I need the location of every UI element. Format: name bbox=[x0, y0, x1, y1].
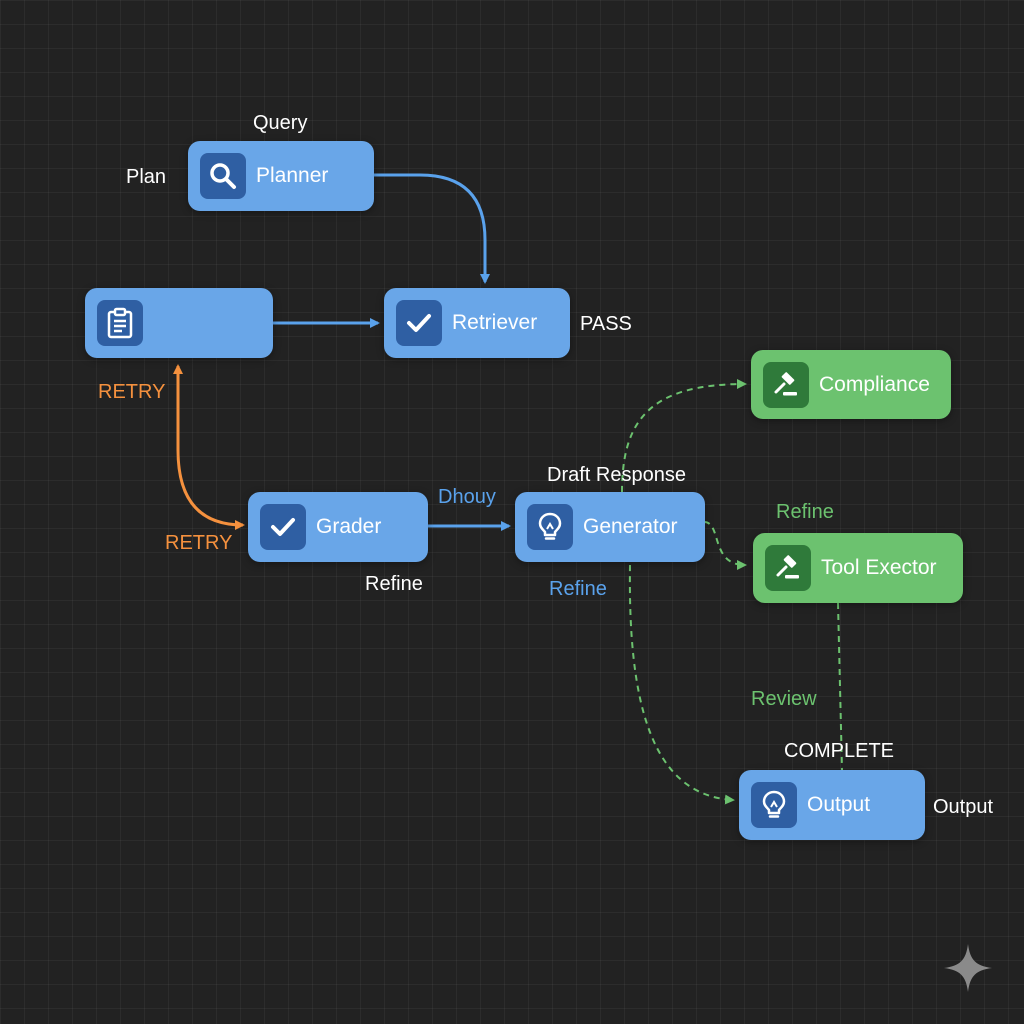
generator-label: Generator bbox=[583, 515, 678, 538]
checklist-node[interactable] bbox=[85, 288, 273, 358]
checkmark-icon bbox=[396, 300, 442, 346]
sparkle-icon bbox=[944, 944, 992, 992]
retriever-node[interactable]: Retriever bbox=[384, 288, 570, 358]
edge-generator-to-output bbox=[628, 564, 735, 805]
tool-executor-label: Tool Exector bbox=[821, 556, 937, 579]
lightbulb-icon bbox=[751, 782, 797, 828]
edge-generator-to-tool-executor bbox=[703, 521, 747, 570]
review-label: Review bbox=[751, 688, 817, 710]
pass-label: PASS bbox=[580, 313, 632, 335]
retry-label-top: RETRY bbox=[98, 381, 166, 403]
checkmark-icon bbox=[260, 504, 306, 550]
draft-response-label: Draft Response bbox=[547, 464, 686, 486]
plan-label: Plan bbox=[126, 166, 167, 188]
clipboard-checklist-icon bbox=[97, 300, 143, 346]
query-label: Query bbox=[253, 112, 308, 134]
refine-label-green: Refine bbox=[776, 501, 834, 523]
magnifier-icon bbox=[200, 153, 246, 199]
edge-generator-to-compliance bbox=[621, 379, 747, 493]
compliance-label: Compliance bbox=[819, 372, 930, 396]
dhouy-label: Dhouy bbox=[438, 486, 496, 508]
edge-retry-checklist-grader bbox=[173, 364, 245, 530]
complete-label: COMPLETE bbox=[784, 740, 895, 762]
output-label: Output bbox=[807, 793, 871, 816]
grader-node[interactable]: Grader bbox=[248, 492, 428, 562]
lightbulb-icon bbox=[527, 504, 573, 550]
tool-executor-node[interactable]: Tool Exector bbox=[753, 533, 963, 603]
refine-label-generator: Refine bbox=[549, 578, 607, 600]
planner-node[interactable]: Planner bbox=[188, 141, 374, 211]
gavel-icon bbox=[763, 361, 809, 408]
output-node[interactable]: Output bbox=[739, 770, 925, 840]
compliance-node[interactable]: Compliance bbox=[751, 350, 951, 419]
edge-tool-executor-to-output bbox=[837, 602, 843, 771]
output-side-label: Output bbox=[933, 796, 994, 818]
gavel-icon bbox=[765, 545, 811, 591]
retry-label-bottom: RETRY bbox=[165, 532, 233, 554]
grader-label: Grader bbox=[316, 515, 382, 538]
generator-node[interactable]: Generator bbox=[515, 492, 705, 562]
planner-label: Planner bbox=[256, 164, 329, 187]
retriever-label: Retriever bbox=[452, 311, 538, 334]
edge-planner-to-retriever bbox=[374, 173, 490, 284]
refine-label-grader: Refine bbox=[365, 573, 423, 595]
